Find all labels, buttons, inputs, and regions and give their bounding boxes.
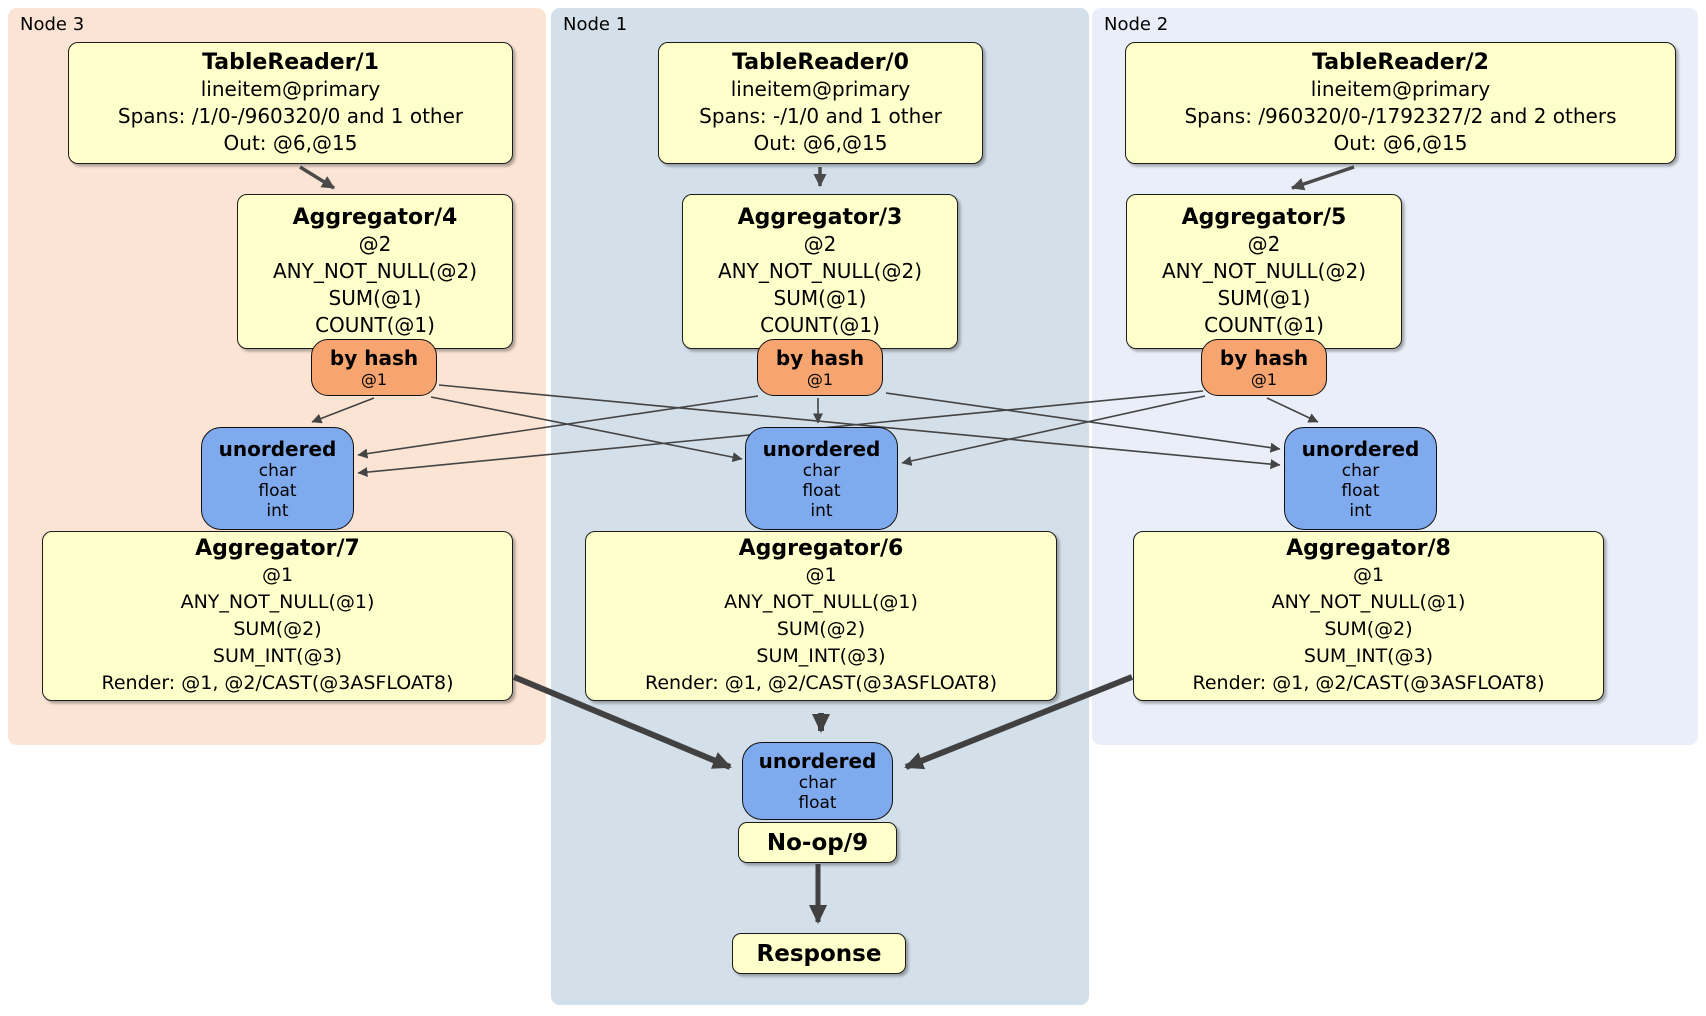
tablereader-0-index: lineitem@primary: [730, 77, 911, 101]
aggregator-7-title: Aggregator/7: [195, 536, 360, 561]
unordered-sync-node2: unordered char float int: [1284, 427, 1437, 530]
aggregator-8-fn2: SUM(@2): [1324, 618, 1413, 640]
aggregator-5-fn2: SUM(@1): [1217, 286, 1311, 310]
tablereader-1-title: TableReader/1: [202, 50, 379, 75]
hash-router-node1: by hash @1: [757, 339, 883, 396]
unordered-sync-node2-title: unordered: [1301, 436, 1420, 461]
node2-label: Node 2: [1104, 14, 1169, 35]
aggregator-4-fn1: ANY_NOT_NULL(@2): [273, 259, 477, 283]
aggregator-5-group: @2: [1247, 232, 1281, 256]
tablereader-0-title: TableReader/0: [732, 50, 909, 75]
unordered-sync-final-title: unordered: [758, 749, 877, 773]
response-box: Response: [732, 933, 906, 974]
sync-type-int: int: [1349, 500, 1372, 521]
sync-type-int: int: [810, 500, 833, 521]
sync-type-int: int: [266, 500, 289, 521]
sync-type-char: char: [802, 460, 841, 481]
aggregator-3-group: @2: [803, 232, 837, 256]
aggregator-6-fn2: SUM(@2): [776, 618, 866, 640]
aggregator-6-box: Aggregator/6 @1 ANY_NOT_NULL(@1) SUM(@2)…: [585, 531, 1057, 701]
aggregator-8-box: Aggregator/8 @1 ANY_NOT_NULL(@1) SUM(@2)…: [1133, 531, 1604, 701]
tablereader-1-index: lineitem@primary: [200, 77, 381, 101]
noop-9-title: No-op/9: [766, 829, 869, 856]
aggregator-3-fn1: ANY_NOT_NULL(@2): [718, 259, 922, 283]
aggregator-6-fn1: ANY_NOT_NULL(@1): [724, 591, 918, 613]
aggregator-8-fn1: ANY_NOT_NULL(@1): [1271, 591, 1466, 613]
aggregator-6-group: @1: [805, 564, 837, 586]
aggregator-5-title: Aggregator/5: [1181, 205, 1347, 230]
aggregator-5-fn3: COUNT(@1): [1204, 313, 1324, 337]
aggregator-8-render: Render: @1, @2/CAST(@3ASFLOAT8): [1192, 672, 1545, 694]
tablereader-1-box: TableReader/1 lineitem@primary Spans: /1…: [68, 42, 513, 164]
node1-label: Node 1: [563, 14, 628, 35]
sync-type-float: float: [1341, 480, 1380, 501]
aggregator-8-title: Aggregator/8: [1286, 536, 1451, 561]
aggregator-3-fn2: SUM(@1): [773, 286, 867, 310]
aggregator-8-group: @1: [1352, 564, 1385, 586]
aggregator-3-box: Aggregator/3 @2 ANY_NOT_NULL(@2) SUM(@1)…: [682, 194, 958, 349]
aggregator-5-fn1: ANY_NOT_NULL(@2): [1162, 259, 1366, 283]
aggregator-6-fn3: SUM_INT(@3): [756, 645, 886, 667]
tablereader-0-spans: Spans: -/1/0 and 1 other: [699, 104, 942, 128]
tablereader-2-index: lineitem@primary: [1310, 77, 1491, 101]
hash-router-node2: by hash @1: [1201, 339, 1327, 396]
aggregator-8-fn3: SUM_INT(@3): [1303, 645, 1434, 667]
unordered-sync-final: unordered char float: [742, 742, 893, 820]
aggregator-7-fn2: SUM(@2): [233, 618, 322, 640]
sync-type-char: char: [1341, 460, 1380, 481]
tablereader-2-out: Out: @6,@15: [1333, 131, 1468, 155]
aggregator-5-box: Aggregator/5 @2 ANY_NOT_NULL(@2) SUM(@1)…: [1126, 194, 1402, 349]
hash-router-node1-title: by hash: [775, 346, 865, 370]
unordered-sync-node1: unordered char float int: [745, 427, 898, 530]
tablereader-2-title: TableReader/2: [1312, 50, 1489, 75]
node3-label: Node 3: [20, 14, 85, 35]
hash-router-node3-title: by hash: [329, 346, 419, 370]
aggregator-4-fn3: COUNT(@1): [315, 313, 435, 337]
aggregator-7-box: Aggregator/7 @1 ANY_NOT_NULL(@1) SUM(@2)…: [42, 531, 513, 701]
hash-router-node3-detail: @1: [360, 370, 388, 389]
tablereader-1-spans: Spans: /1/0-/960320/0 and 1 other: [117, 104, 464, 128]
tablereader-0-box: TableReader/0 lineitem@primary Spans: -/…: [658, 42, 983, 164]
aggregator-6-render: Render: @1, @2/CAST(@3ASFLOAT8): [645, 672, 997, 694]
sync-type-char: char: [798, 773, 837, 793]
tablereader-2-box: TableReader/2 lineitem@primary Spans: /9…: [1125, 42, 1676, 164]
tablereader-2-spans: Spans: /960320/0-/1792327/2 and 2 others: [1184, 104, 1617, 128]
hash-router-node3: by hash @1: [311, 339, 437, 396]
tablereader-0-out: Out: @6,@15: [753, 131, 888, 155]
response-title: Response: [756, 940, 882, 967]
hash-router-node1-detail: @1: [806, 370, 834, 389]
tablereader-1-out: Out: @6,@15: [223, 131, 358, 155]
aggregator-7-render: Render: @1, @2/CAST(@3ASFLOAT8): [101, 672, 454, 694]
aggregator-4-box: Aggregator/4 @2 ANY_NOT_NULL(@2) SUM(@1)…: [237, 194, 513, 349]
aggregator-4-group: @2: [358, 232, 392, 256]
hash-router-node2-detail: @1: [1250, 370, 1278, 389]
sync-type-float: float: [802, 480, 841, 501]
unordered-sync-node3: unordered char float int: [201, 427, 354, 530]
aggregator-4-title: Aggregator/4: [292, 205, 458, 230]
sync-type-float: float: [258, 480, 297, 501]
hash-router-node2-title: by hash: [1219, 346, 1309, 370]
aggregator-7-group: @1: [261, 564, 294, 586]
aggregator-3-title: Aggregator/3: [737, 205, 903, 230]
noop-9-box: No-op/9: [738, 822, 897, 863]
sync-type-float: float: [798, 793, 837, 813]
aggregator-3-fn3: COUNT(@1): [760, 313, 880, 337]
unordered-sync-node3-title: unordered: [218, 436, 337, 461]
sync-type-char: char: [258, 460, 297, 481]
aggregator-4-fn2: SUM(@1): [328, 286, 422, 310]
aggregator-7-fn3: SUM_INT(@3): [212, 645, 343, 667]
aggregator-6-title: Aggregator/6: [738, 536, 904, 561]
unordered-sync-node1-title: unordered: [762, 436, 881, 461]
aggregator-7-fn1: ANY_NOT_NULL(@1): [180, 591, 375, 613]
